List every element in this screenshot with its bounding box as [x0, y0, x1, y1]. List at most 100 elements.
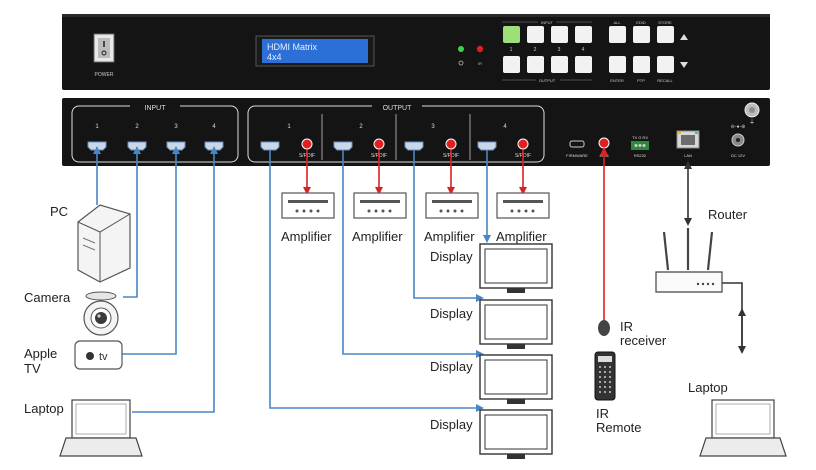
laptop-right-label: Laptop [688, 380, 728, 395]
display-4-label: Display [430, 417, 473, 432]
camera-icon [83, 291, 119, 336]
func-label-ptp: PTP [637, 78, 645, 83]
rear-output-section-label: OUTPUT [383, 105, 413, 112]
ir-remote-icon [594, 351, 616, 401]
cable-output-2-to-display [342, 150, 484, 358]
front-input-label-3: 3 [558, 47, 561, 53]
appletv-box-text: tv [99, 351, 108, 363]
amplifier-4 [496, 192, 550, 219]
lan-port[interactable] [676, 130, 700, 149]
spdif-port-3[interactable] [445, 138, 457, 150]
front-input-label-2: 2 [534, 47, 537, 53]
cable-appletv-to-input-3 [122, 146, 180, 355]
front-input-button-2[interactable] [527, 26, 544, 43]
recall-button[interactable] [657, 56, 674, 73]
router-icon [655, 228, 723, 293]
rear-input-number-2: 2 [135, 124, 139, 130]
amplifier-1 [281, 192, 335, 219]
camera-label: Camera [24, 290, 71, 305]
lcd-line1: HDMI Matrix [267, 42, 317, 52]
cable-output-1-to-display [269, 150, 484, 412]
audio-cables [303, 147, 608, 320]
ptp-button[interactable] [633, 56, 650, 73]
front-output-button-3[interactable] [551, 56, 568, 73]
status-led-green [458, 46, 464, 52]
display-2-label: Display [430, 306, 473, 321]
func-label-recall: RECALL [657, 78, 673, 83]
dc-label: DC 12V [731, 153, 745, 158]
network-cables [684, 161, 746, 354]
front-input-label-4: 4 [582, 47, 585, 53]
front-output-group-label: OUTPUT [539, 78, 556, 83]
dc-polarity-icon: ⊖-●-⊕ [731, 124, 746, 130]
rear-output-number-3: 3 [431, 124, 435, 130]
func-label-enter: ENTER [610, 78, 624, 83]
apple-logo-icon [86, 352, 94, 360]
hdmi-input-port-4[interactable] [204, 141, 224, 151]
ir-remote-label-line1: IR [596, 406, 609, 421]
hdmi-input-port-1[interactable] [87, 141, 107, 151]
pc-label: PC [50, 204, 69, 219]
pc-tower-icon [77, 204, 131, 283]
ir-remote-label-line2: Remote [596, 420, 642, 435]
display-3-label: Display [430, 359, 473, 374]
power-label: POWER [95, 72, 114, 78]
ir-receiver-label-line2: receiver [620, 333, 667, 348]
cable-router-to-laptop [722, 282, 743, 350]
hdmi-output-port-2[interactable] [333, 141, 353, 151]
func-label-edid: EDID [636, 20, 646, 25]
hdmi-output-port-1[interactable] [260, 141, 280, 151]
front-output-button-2[interactable] [527, 56, 544, 73]
arrow-up-icon[interactable] [680, 34, 688, 40]
enter-button[interactable] [609, 56, 626, 73]
hdmi-input-port-3[interactable] [166, 141, 186, 151]
amplifier-1-label: Amplifier [281, 229, 332, 244]
spdif-port-4[interactable] [517, 138, 529, 150]
apple-tv-label-line1: Apple [24, 346, 58, 361]
amplifier-3 [425, 192, 479, 219]
laptop-left-icon [59, 399, 143, 457]
power-switch[interactable] [93, 33, 115, 63]
front-input-button-1[interactable] [503, 26, 520, 43]
rear-input-number-4: 4 [212, 124, 216, 130]
spdif-port-1[interactable] [301, 138, 313, 150]
front-output-button-4[interactable] [575, 56, 592, 73]
amplifier-2 [353, 192, 407, 219]
spdif-port-2[interactable] [373, 138, 385, 150]
rear-input-number-3: 3 [174, 124, 178, 130]
hdmi-output-port-3[interactable] [404, 141, 424, 151]
all-button[interactable] [609, 26, 626, 43]
firmware-usb-port[interactable] [569, 140, 585, 148]
rs232-terminal[interactable] [631, 141, 649, 150]
display-2 [479, 299, 553, 349]
cable-laptop-to-input-4 [132, 146, 218, 413]
cable-output-3-to-display [413, 150, 484, 302]
hdmi-output-port-4[interactable] [477, 141, 497, 151]
laptop-right-icon [699, 399, 787, 457]
rs232-label: RS232 [634, 153, 647, 158]
lcd-line2: 4x4 [267, 52, 282, 62]
hdmi-cables [93, 146, 491, 413]
apple-tv-label-line2: TV [24, 361, 41, 376]
ir-in-port[interactable] [598, 137, 610, 149]
func-label-all: ALL [613, 20, 621, 25]
func-label-store: STORE [658, 20, 672, 25]
store-button[interactable] [657, 26, 674, 43]
front-output-button-1[interactable] [503, 56, 520, 73]
edid-button[interactable] [633, 26, 650, 43]
cable-camera-to-input-2 [123, 146, 141, 298]
ir-receiver-label-line1: IR [620, 319, 633, 334]
power-icon [458, 60, 464, 66]
amplifier-4-label: Amplifier [496, 229, 547, 244]
rear-output-number-4: 4 [503, 124, 507, 130]
ir-indicator-label: IR [478, 61, 482, 66]
ir-led-red [476, 45, 484, 53]
arrow-down-icon[interactable] [680, 62, 688, 68]
rear-output-number-1: 1 [287, 124, 291, 130]
front-input-button-4[interactable] [575, 26, 592, 43]
hdmi-input-port-2[interactable] [127, 141, 147, 151]
front-input-button-3[interactable] [551, 26, 568, 43]
rs232-pin-label: TX G RX [632, 135, 648, 140]
front-input-label-1: 1 [510, 47, 513, 53]
